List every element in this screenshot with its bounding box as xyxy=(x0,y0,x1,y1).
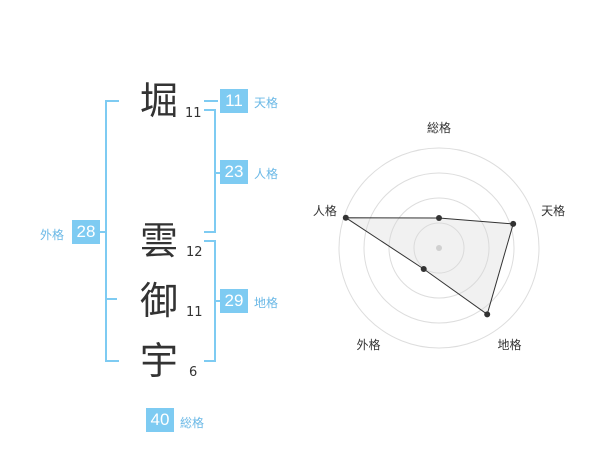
radar-ring xyxy=(363,172,515,324)
chikaku-value: 29 xyxy=(220,289,248,313)
radar-ring xyxy=(413,222,465,274)
gaikaku-bracket-tick xyxy=(105,298,117,300)
soukaku-label: 総格 xyxy=(180,416,205,430)
jinkaku-connector xyxy=(216,172,220,174)
name-char-4: 宇 xyxy=(140,339,179,383)
jinkaku-label: 人格 xyxy=(254,167,279,181)
radar-axis-label: 天格 xyxy=(541,203,565,218)
stroke-count-1: 11 xyxy=(185,106,202,121)
tenkaku-label: 天格 xyxy=(254,96,279,110)
stroke-count-2: 12 xyxy=(186,245,203,260)
radar-axis-label: 人格 xyxy=(313,203,337,218)
name-char-1: 堀 xyxy=(140,79,179,123)
radar-axis-label: 外格 xyxy=(356,337,380,352)
gaikaku-connector xyxy=(96,231,105,233)
radar-center xyxy=(436,245,442,251)
tenkaku-value: 11 xyxy=(220,89,248,113)
radar-point xyxy=(510,220,517,227)
radar-point xyxy=(420,266,427,273)
radar-area xyxy=(344,217,514,316)
chikaku-label: 地格 xyxy=(254,296,279,310)
radar-point xyxy=(342,214,349,221)
soukaku-value: 40 xyxy=(146,408,174,432)
radar-ring xyxy=(388,197,490,299)
jinkaku-value: 23 xyxy=(220,160,248,184)
chikaku-bracket xyxy=(204,240,216,362)
radar-point xyxy=(436,215,442,221)
gaikaku-bracket xyxy=(105,100,119,362)
name-char-2: 雲 xyxy=(140,219,179,263)
gaikaku-label: 外格 xyxy=(40,228,65,242)
tenkaku-connector xyxy=(204,100,218,102)
chikaku-connector xyxy=(216,300,220,302)
radar-axis-label: 地格 xyxy=(498,337,522,352)
radar-grid xyxy=(338,147,540,349)
radar-point xyxy=(484,311,491,318)
stroke-count-3: 11 xyxy=(186,305,203,320)
radar-axis-label: 総格 xyxy=(427,120,451,135)
jinkaku-bracket xyxy=(204,109,216,233)
radar-ring xyxy=(338,147,540,349)
radar-points xyxy=(342,214,517,318)
name-char-3: 御 xyxy=(140,279,179,323)
stroke-count-4: 6 xyxy=(189,365,198,380)
gaikaku-value: 28 xyxy=(72,220,100,244)
